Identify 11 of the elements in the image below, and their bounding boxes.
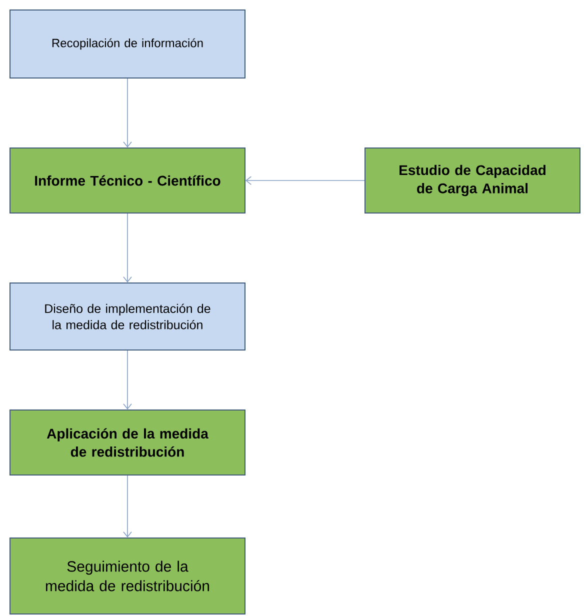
process-box: Aplicación de la medida de redistribución [10,410,246,476]
process-box: Recopilación de información [10,10,246,78]
process-box: Estudio de Capacidad de Carga Animal [364,148,580,214]
arrow [123,213,132,282]
process-box: Seguimiento de la medida de redistribución [10,538,246,614]
arrow [123,475,132,538]
process-box: Diseño de implementación de la medida de redistribución [10,282,246,350]
arrow [246,176,365,185]
arrow [123,350,132,410]
process-box: Informe Técnico - Científico [10,148,246,214]
arrow [123,78,132,148]
